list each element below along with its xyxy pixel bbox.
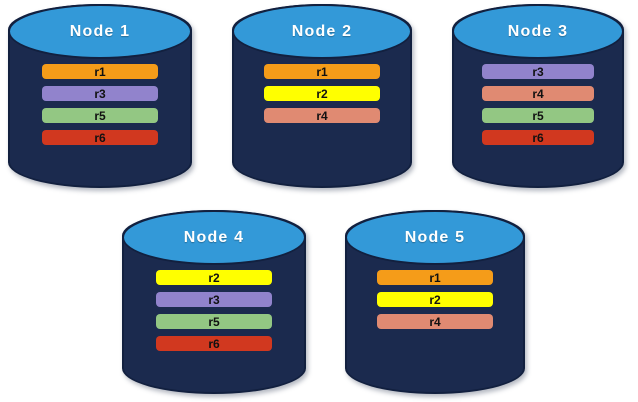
database-node-5[interactable]: Node 5 r1 r2 r4	[345, 210, 525, 394]
replica-stack: r2 r3 r5 r6	[122, 270, 306, 351]
replica-bar-r6[interactable]: r6	[482, 130, 594, 145]
replica-bar-r4[interactable]: r4	[377, 314, 493, 329]
replica-bar-r4[interactable]: r4	[482, 86, 594, 101]
replica-label: r5	[94, 108, 106, 123]
replica-label: r6	[208, 336, 220, 351]
replica-bar-r6[interactable]: r6	[156, 336, 272, 351]
database-node-1[interactable]: Node 1 r1 r3 r5 r6	[8, 4, 192, 188]
replica-label: r2	[208, 270, 220, 285]
replica-label: r4	[532, 86, 544, 101]
cylinder-top-icon: Node 5	[345, 210, 525, 266]
replica-label: r3	[94, 86, 106, 101]
replica-bar-r1[interactable]: r1	[377, 270, 493, 285]
node-title: Node 5	[404, 228, 466, 246]
replica-label: r5	[532, 108, 544, 123]
replica-bar-r2[interactable]: r2	[264, 86, 380, 101]
replica-bar-r5[interactable]: r5	[42, 108, 158, 123]
replica-label: r3	[208, 292, 220, 307]
replica-bar-r2[interactable]: r2	[377, 292, 493, 307]
replica-label: r5	[208, 314, 220, 329]
replica-stack: r1 r2 r4	[232, 64, 412, 123]
replica-label: r2	[429, 292, 441, 307]
replica-label: r4	[316, 108, 328, 123]
replica-bar-r5[interactable]: r5	[482, 108, 594, 123]
replica-stack: r3 r4 r5 r6	[452, 64, 624, 145]
replica-label: r3	[532, 64, 544, 79]
replica-label: r4	[429, 314, 441, 329]
replica-label: r1	[316, 64, 328, 79]
database-node-3[interactable]: Node 3 r3 r4 r5 r6	[452, 4, 624, 188]
node-title: Node 4	[183, 228, 245, 246]
replica-bar-r5[interactable]: r5	[156, 314, 272, 329]
replica-label: r1	[429, 270, 441, 285]
replica-bar-r3[interactable]: r3	[482, 64, 594, 79]
cylinder-top-icon: Node 4	[122, 210, 306, 266]
replica-label: r6	[532, 130, 544, 145]
node-title: Node 2	[291, 22, 353, 40]
cylinder-top-icon: Node 2	[232, 4, 412, 60]
replica-bar-r3[interactable]: r3	[156, 292, 272, 307]
cylinder-top-icon: Node 3	[452, 4, 624, 60]
replica-stack: r1 r3 r5 r6	[8, 64, 192, 145]
replica-label: r6	[94, 130, 106, 145]
replica-bar-r3[interactable]: r3	[42, 86, 158, 101]
replica-label: r1	[94, 64, 106, 79]
replica-bar-r4[interactable]: r4	[264, 108, 380, 123]
replica-label: r2	[316, 86, 328, 101]
node-title: Node 3	[507, 22, 569, 40]
replica-bar-r2[interactable]: r2	[156, 270, 272, 285]
database-node-2[interactable]: Node 2 r1 r2 r4	[232, 4, 412, 188]
replica-bar-r6[interactable]: r6	[42, 130, 158, 145]
database-node-4[interactable]: Node 4 r2 r3 r5 r6	[122, 210, 306, 394]
node-title: Node 1	[69, 22, 131, 40]
cylinder-top-icon: Node 1	[8, 4, 192, 60]
replica-bar-r1[interactable]: r1	[264, 64, 380, 79]
replica-bar-r1[interactable]: r1	[42, 64, 158, 79]
replica-stack: r1 r2 r4	[345, 270, 525, 329]
